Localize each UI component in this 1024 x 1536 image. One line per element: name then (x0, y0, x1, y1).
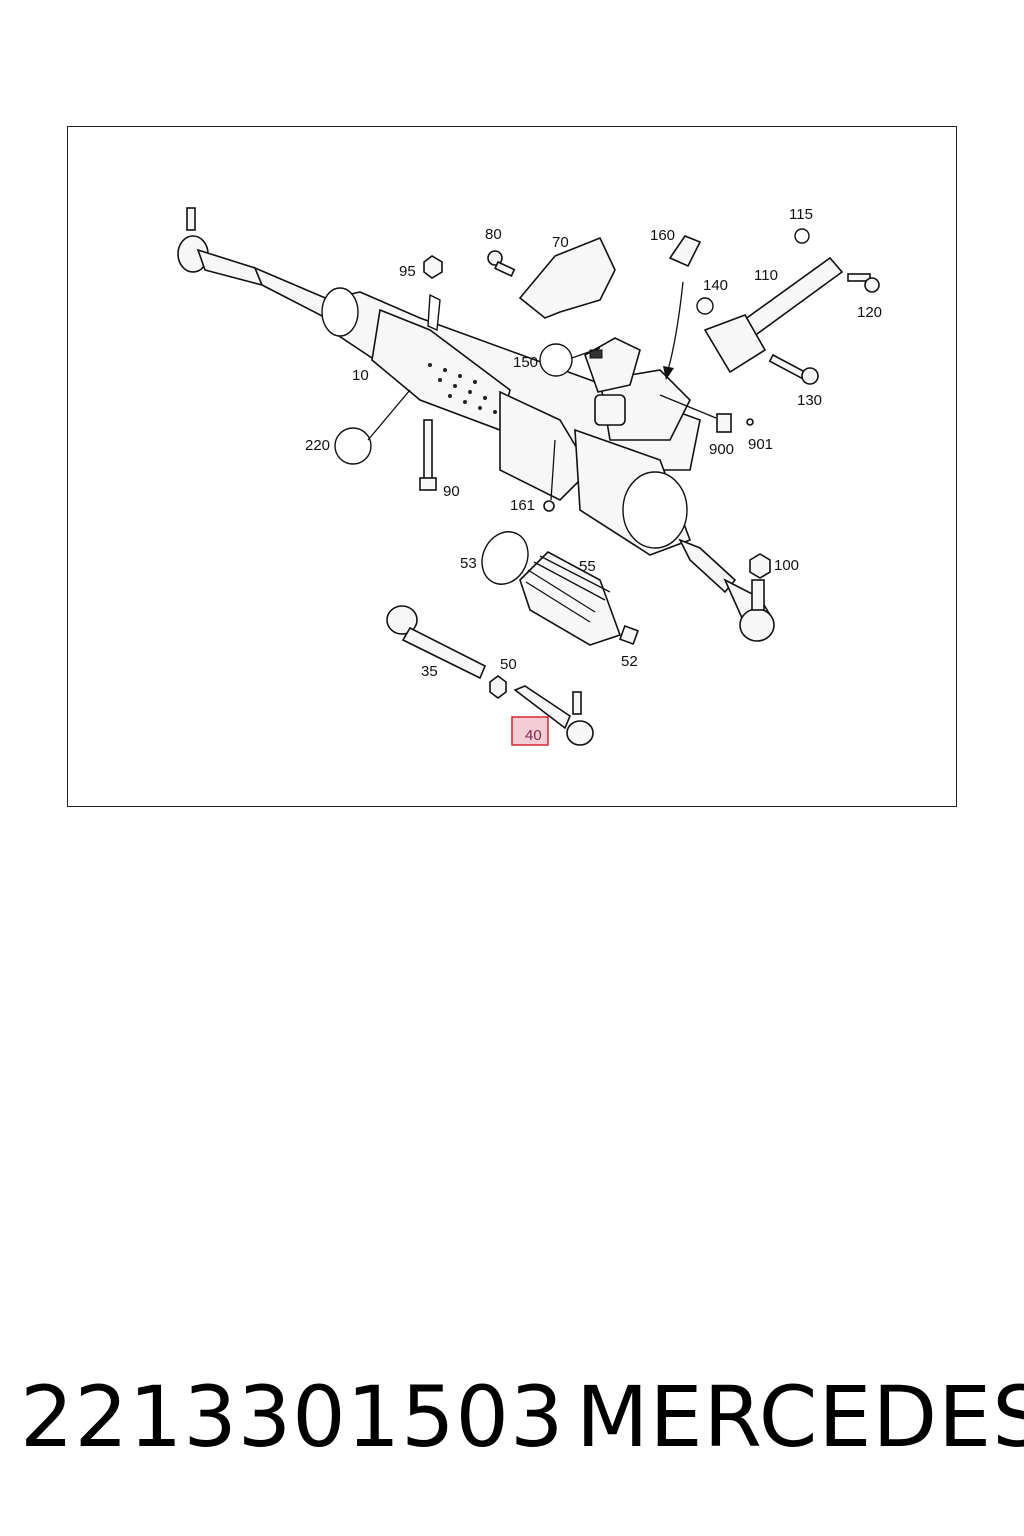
part-70-bracket (518, 236, 616, 319)
callout-901: 901 (748, 436, 773, 453)
callout-160: 160 (650, 227, 675, 244)
part-35-inner-tie-rod (386, 605, 487, 680)
part-140-washer (696, 297, 714, 315)
part-161-screw (543, 500, 555, 512)
part-90-bolt (419, 419, 437, 491)
part-115-washer (794, 228, 810, 244)
callout-100: 100 (774, 557, 799, 574)
leader-160-arrow (667, 281, 684, 371)
callout-110: 110 (754, 267, 778, 284)
brand-name: MERCEDES (576, 1368, 1024, 1466)
part-number: 2213301503 (20, 1368, 565, 1466)
part-100-nut (749, 553, 771, 579)
callout-120: 120 (857, 304, 882, 321)
callout-35: 35 (421, 663, 438, 680)
callout-40: 40 (525, 727, 542, 744)
callout-140: 140 (703, 277, 728, 294)
part-901-pin (746, 418, 754, 426)
callout-53: 53 (460, 555, 477, 572)
callout-80: 80 (485, 226, 502, 243)
part-130-bolt (768, 353, 819, 385)
callout-90: 90 (443, 483, 460, 500)
leader-10 (367, 389, 411, 441)
callout-95: 95 (399, 263, 416, 280)
part-900-connector (716, 413, 732, 433)
arrow-head (663, 366, 674, 380)
callout-70: 70 (552, 234, 569, 251)
callout-55: 55 (579, 558, 596, 575)
steering-rack-housing (321, 287, 701, 556)
part-110-shaft (703, 256, 844, 374)
callout-130: 130 (797, 392, 822, 409)
part-53-clamp (481, 531, 529, 585)
leader-150 (571, 347, 601, 359)
part-95-nut (423, 255, 443, 279)
callout-150: 150 (513, 354, 538, 371)
callout-50: 50 (500, 656, 517, 673)
footer: 2213301503 MERCEDES (0, 1368, 1024, 1468)
part-160-sleeve (668, 235, 702, 268)
part-52-clamp (619, 625, 639, 645)
part-80-bolt (487, 250, 516, 278)
right-tie-rod-assembly (678, 538, 775, 642)
rack-cover-dots (428, 363, 497, 414)
callout-161: 161 (510, 497, 535, 514)
callout-900: 900 (709, 441, 734, 458)
part-50-nut (489, 675, 507, 699)
callout-52: 52 (621, 653, 638, 670)
part-220-tool-symbol (334, 427, 372, 465)
leader-900 (659, 394, 717, 419)
part-40-tie-rod-end (513, 685, 594, 746)
part-120-bolt (847, 273, 880, 293)
highlight-box-40 (511, 716, 549, 746)
callout-115: 115 (789, 206, 813, 223)
leader-161 (550, 439, 556, 501)
part-55-bellows (519, 551, 622, 646)
callout-10: 10 (352, 367, 369, 384)
left-tie-rod-assembly (177, 207, 331, 320)
part-150-valve (539, 337, 641, 393)
callout-220: 220 (305, 437, 330, 454)
